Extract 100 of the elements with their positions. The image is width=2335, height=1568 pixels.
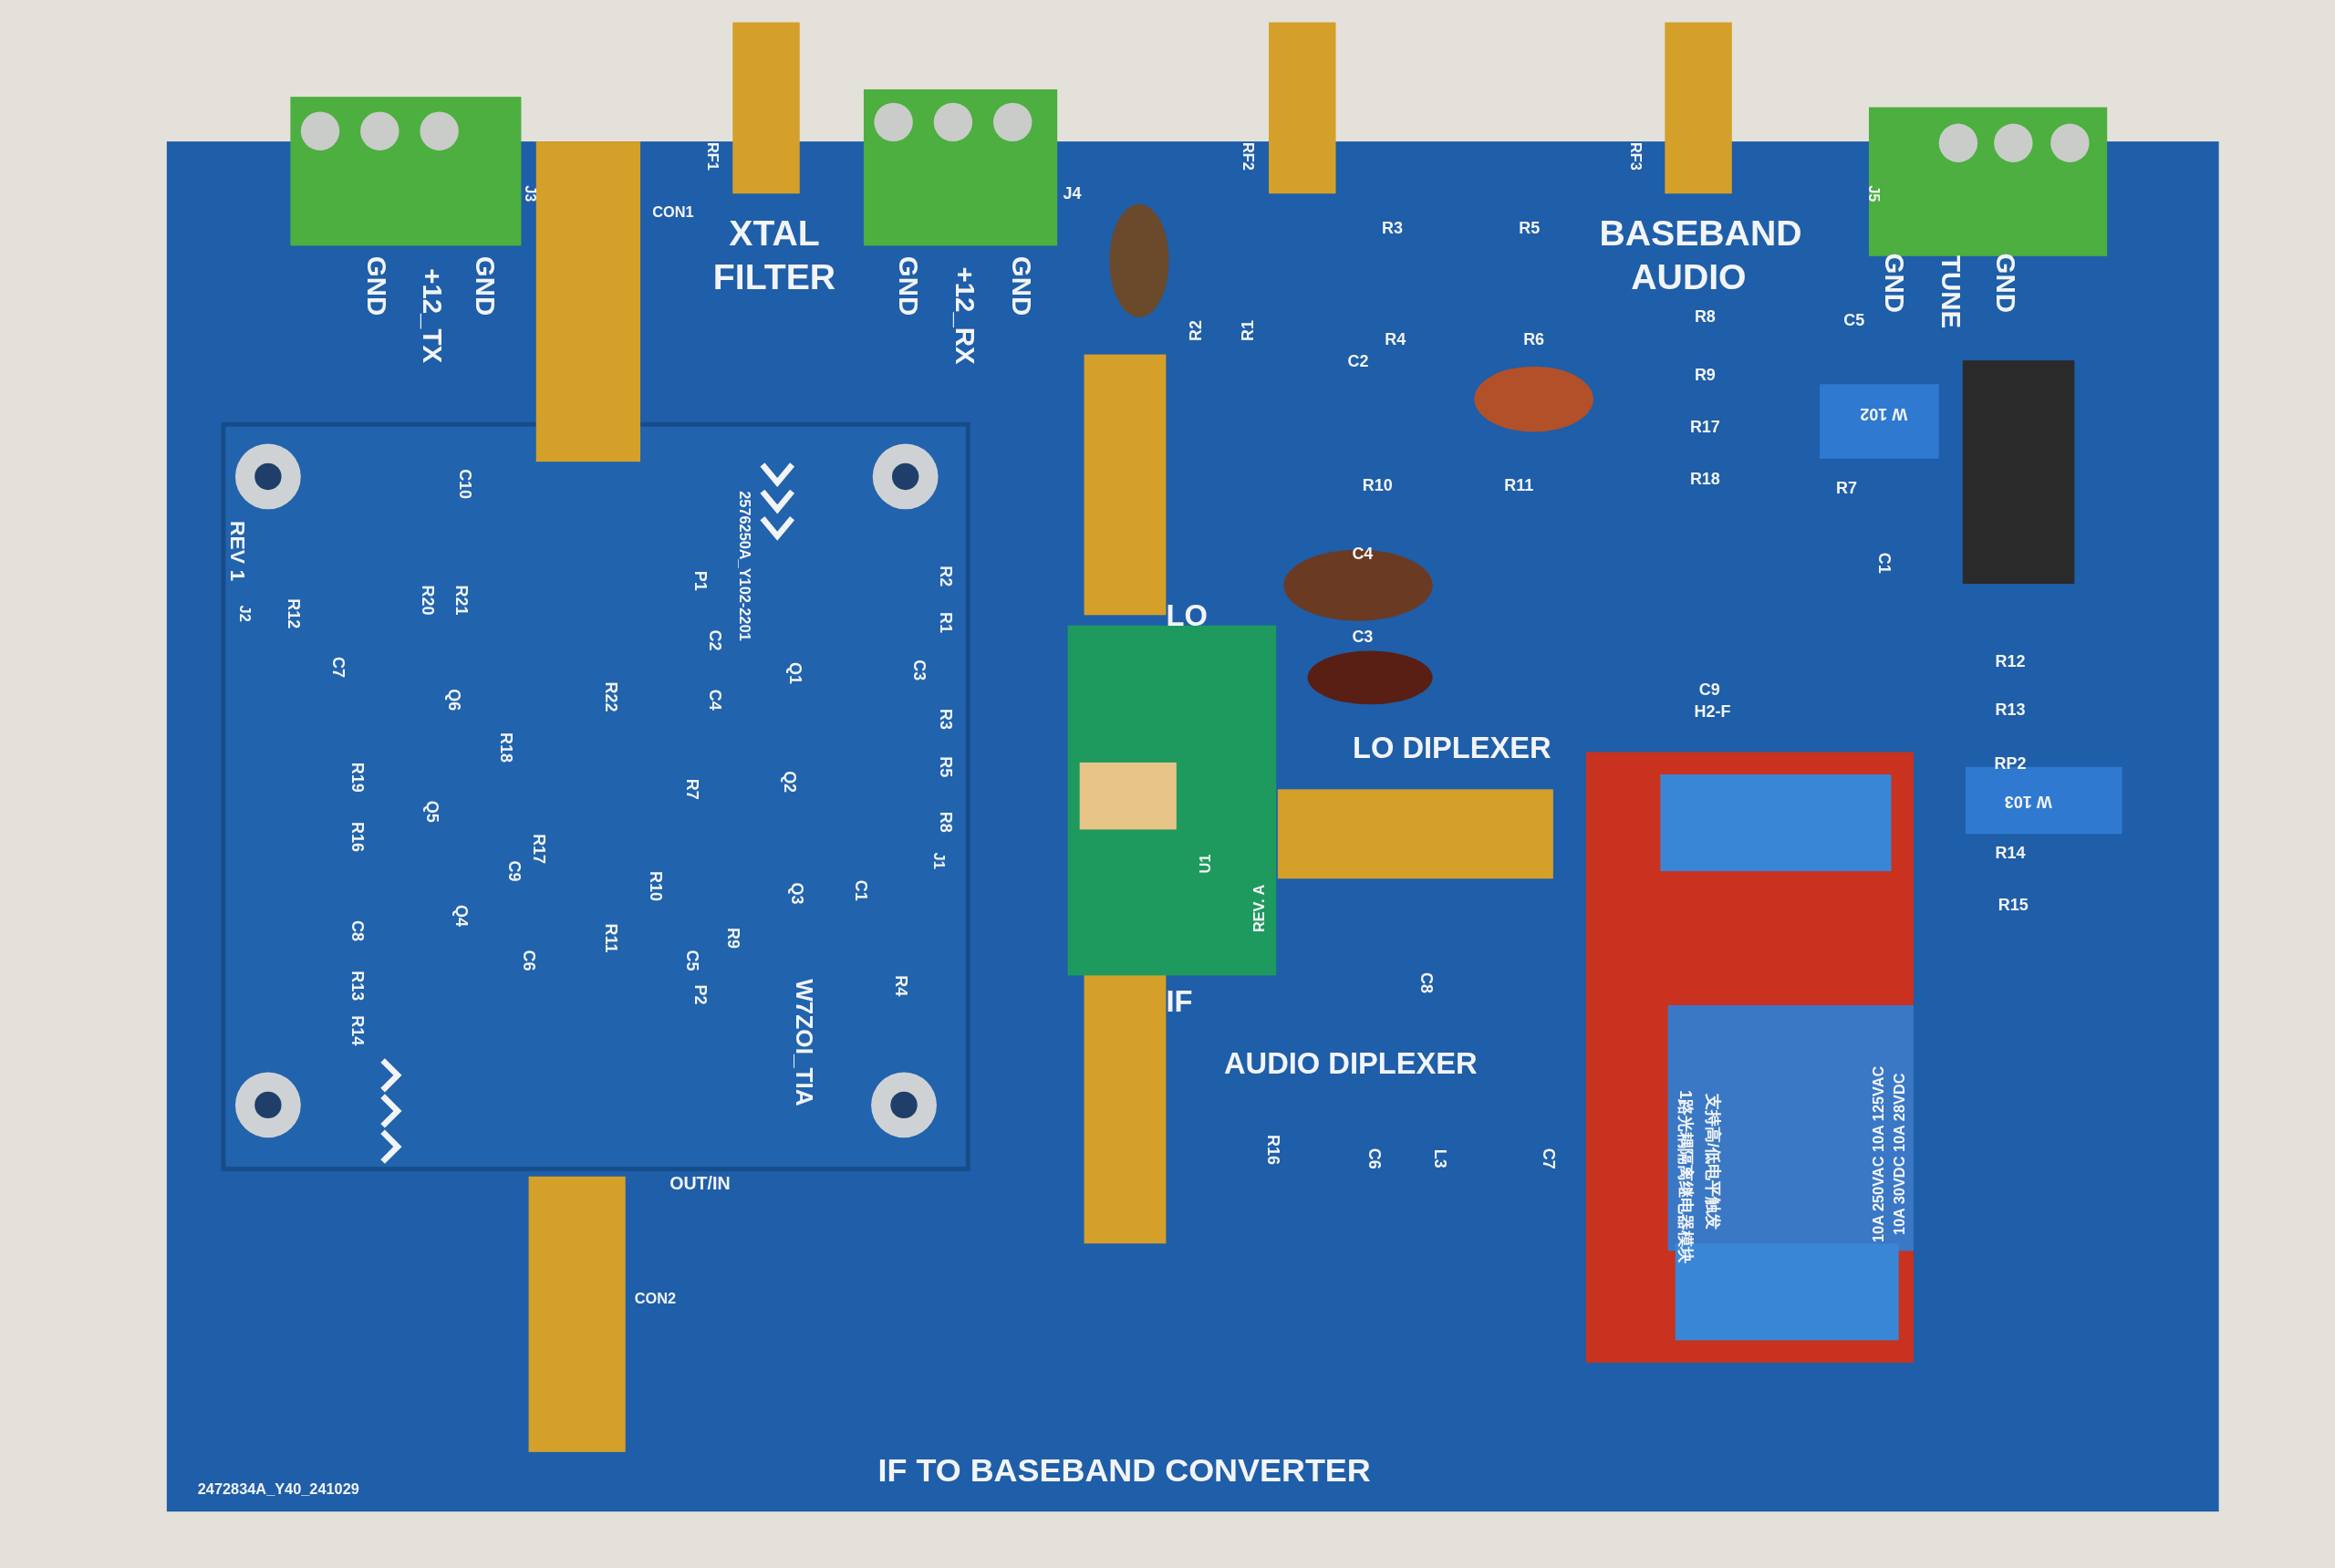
reference-designator: C4 <box>706 689 723 711</box>
section-title: LO DIPLEXER <box>1352 732 1551 763</box>
component-marking: W 103 <box>2004 793 2052 810</box>
reference-designator: Q5 <box>423 800 441 823</box>
section-title: BASEBAND <box>1599 215 1802 252</box>
reference-designator: R19 <box>348 762 366 793</box>
reference-designator: R21 <box>453 585 471 616</box>
reference-designator: R4 <box>1385 331 1406 348</box>
reference-designator: Q3 <box>788 882 805 905</box>
reference-designator: C7 <box>329 656 347 678</box>
reference-designator: J2 <box>236 605 252 622</box>
reference-designator: R5 <box>1519 219 1541 236</box>
reference-designator: CON2 <box>634 1291 677 1306</box>
reference-designator: C5 <box>684 950 701 971</box>
port-label: IF <box>1166 985 1193 1016</box>
pin-label: GND <box>472 255 499 317</box>
reference-designator: C7 <box>1541 1147 1557 1169</box>
reference-designator: C2 <box>706 629 723 651</box>
reference-designator: C9 <box>1698 680 1720 698</box>
reference-designator: R3 <box>937 709 954 731</box>
pin-label: GND <box>1008 255 1035 317</box>
reference-designator: R16 <box>348 822 366 853</box>
reference-designator: RF2 <box>1240 142 1256 171</box>
component-marking: W 102 <box>1860 405 1908 422</box>
reference-designator: Q2 <box>781 771 798 794</box>
reference-designator: R11 <box>602 923 619 953</box>
reference-designator: R14 <box>1995 845 2026 862</box>
reference-designator: C1 <box>852 879 869 901</box>
reference-designator: C2 <box>1347 353 1369 370</box>
reference-designator: R15 <box>1998 897 2029 914</box>
reference-designator: C6 <box>1365 1147 1383 1169</box>
reference-designator: C9 <box>505 860 523 882</box>
reference-designator: R13 <box>348 971 366 1002</box>
reference-designator: Q6 <box>446 689 462 711</box>
pin-label: GND <box>363 255 390 317</box>
pin-label: +12_RX <box>951 266 979 365</box>
module-text: 1路光耦隔离继电器模块 <box>1677 1090 1695 1263</box>
reference-designator: R18 <box>498 732 515 763</box>
reference-designator: C1 <box>1875 552 1893 574</box>
reference-designator: C5 <box>1843 312 1865 328</box>
reference-designator: R12 <box>1995 652 2026 670</box>
reference-designator: R12 <box>285 598 302 629</box>
pin-label: GND <box>1992 253 2019 313</box>
section-title: AUDIO DIPLEXER <box>1224 1048 1478 1079</box>
reference-designator: R7 <box>1836 480 1857 497</box>
reference-designator: CON1 <box>652 205 694 221</box>
pin-label: TUNE <box>1937 255 1965 328</box>
section-title: FILTER <box>712 259 836 296</box>
pin-label: GND <box>895 255 922 317</box>
reference-designator: R5 <box>937 756 954 778</box>
board-code: 2472834A_Y40_241029 <box>197 1481 359 1497</box>
reference-designator: J1 <box>930 852 946 869</box>
reference-designator: J5 <box>1865 185 1882 202</box>
reference-designator: C8 <box>348 919 366 941</box>
board-revision: REV. A <box>1252 884 1268 933</box>
reference-designator: H2-F <box>1694 703 1731 721</box>
reference-designator: R10 <box>1362 477 1393 494</box>
board-revision: REV 1 <box>227 521 249 582</box>
reference-designator: RF1 <box>704 142 720 171</box>
reference-designator: R3 <box>1382 219 1403 236</box>
reference-designator: C3 <box>910 659 928 681</box>
board-title: IF TO BASEBAND CONVERTER <box>877 1455 1371 1488</box>
reference-designator: U1 <box>1199 854 1214 874</box>
reference-designator: R4 <box>892 975 909 997</box>
reference-designator: R22 <box>602 681 619 712</box>
reference-designator: R14 <box>348 1015 366 1046</box>
reference-designator: RF3 <box>1627 142 1643 171</box>
reference-designator: C6 <box>520 950 537 971</box>
reference-designator: J3 <box>523 185 538 202</box>
section-title: XTAL <box>729 215 820 252</box>
reference-designator: C3 <box>1352 628 1374 646</box>
board-text: W7ZOI_TIA <box>792 979 816 1106</box>
reference-designator: Q1 <box>786 661 804 684</box>
reference-designator: R7 <box>684 778 701 800</box>
pin-label: +12_TX <box>418 268 446 363</box>
reference-designator: C8 <box>1418 972 1436 994</box>
relay-rating: 10A 30VDC 10A 28VDC <box>1893 1073 1908 1236</box>
reference-designator: R2 <box>937 566 954 587</box>
reference-designator: J4 <box>1063 185 1082 202</box>
reference-designator: R16 <box>1264 1134 1282 1165</box>
reference-designator: R8 <box>937 811 954 833</box>
reference-designator: R2 <box>1188 319 1204 341</box>
board-code: 2576250A_Y102-2201 <box>737 491 752 641</box>
reference-designator: R10 <box>647 870 664 901</box>
reference-designator: R9 <box>724 928 742 950</box>
reference-designator: P1 <box>691 570 709 591</box>
reference-designator: R1 <box>1240 319 1257 341</box>
reference-designator: Q4 <box>453 905 471 928</box>
reference-designator: R20 <box>419 585 436 616</box>
pin-label: GND <box>1881 253 1908 313</box>
reference-designator: R8 <box>1694 308 1716 326</box>
section-title: AUDIO <box>1631 259 1747 296</box>
reference-designator: R9 <box>1694 367 1716 384</box>
reference-designator: R17 <box>531 834 547 865</box>
reference-designator: R1 <box>937 611 954 633</box>
reference-designator: C10 <box>456 469 473 500</box>
reference-designator: R11 <box>1504 477 1534 494</box>
connector-label: OUT/IN <box>669 1175 731 1193</box>
reference-designator: R17 <box>1689 419 1720 436</box>
module-text: 支持高/低电平触发 <box>1704 1094 1721 1230</box>
